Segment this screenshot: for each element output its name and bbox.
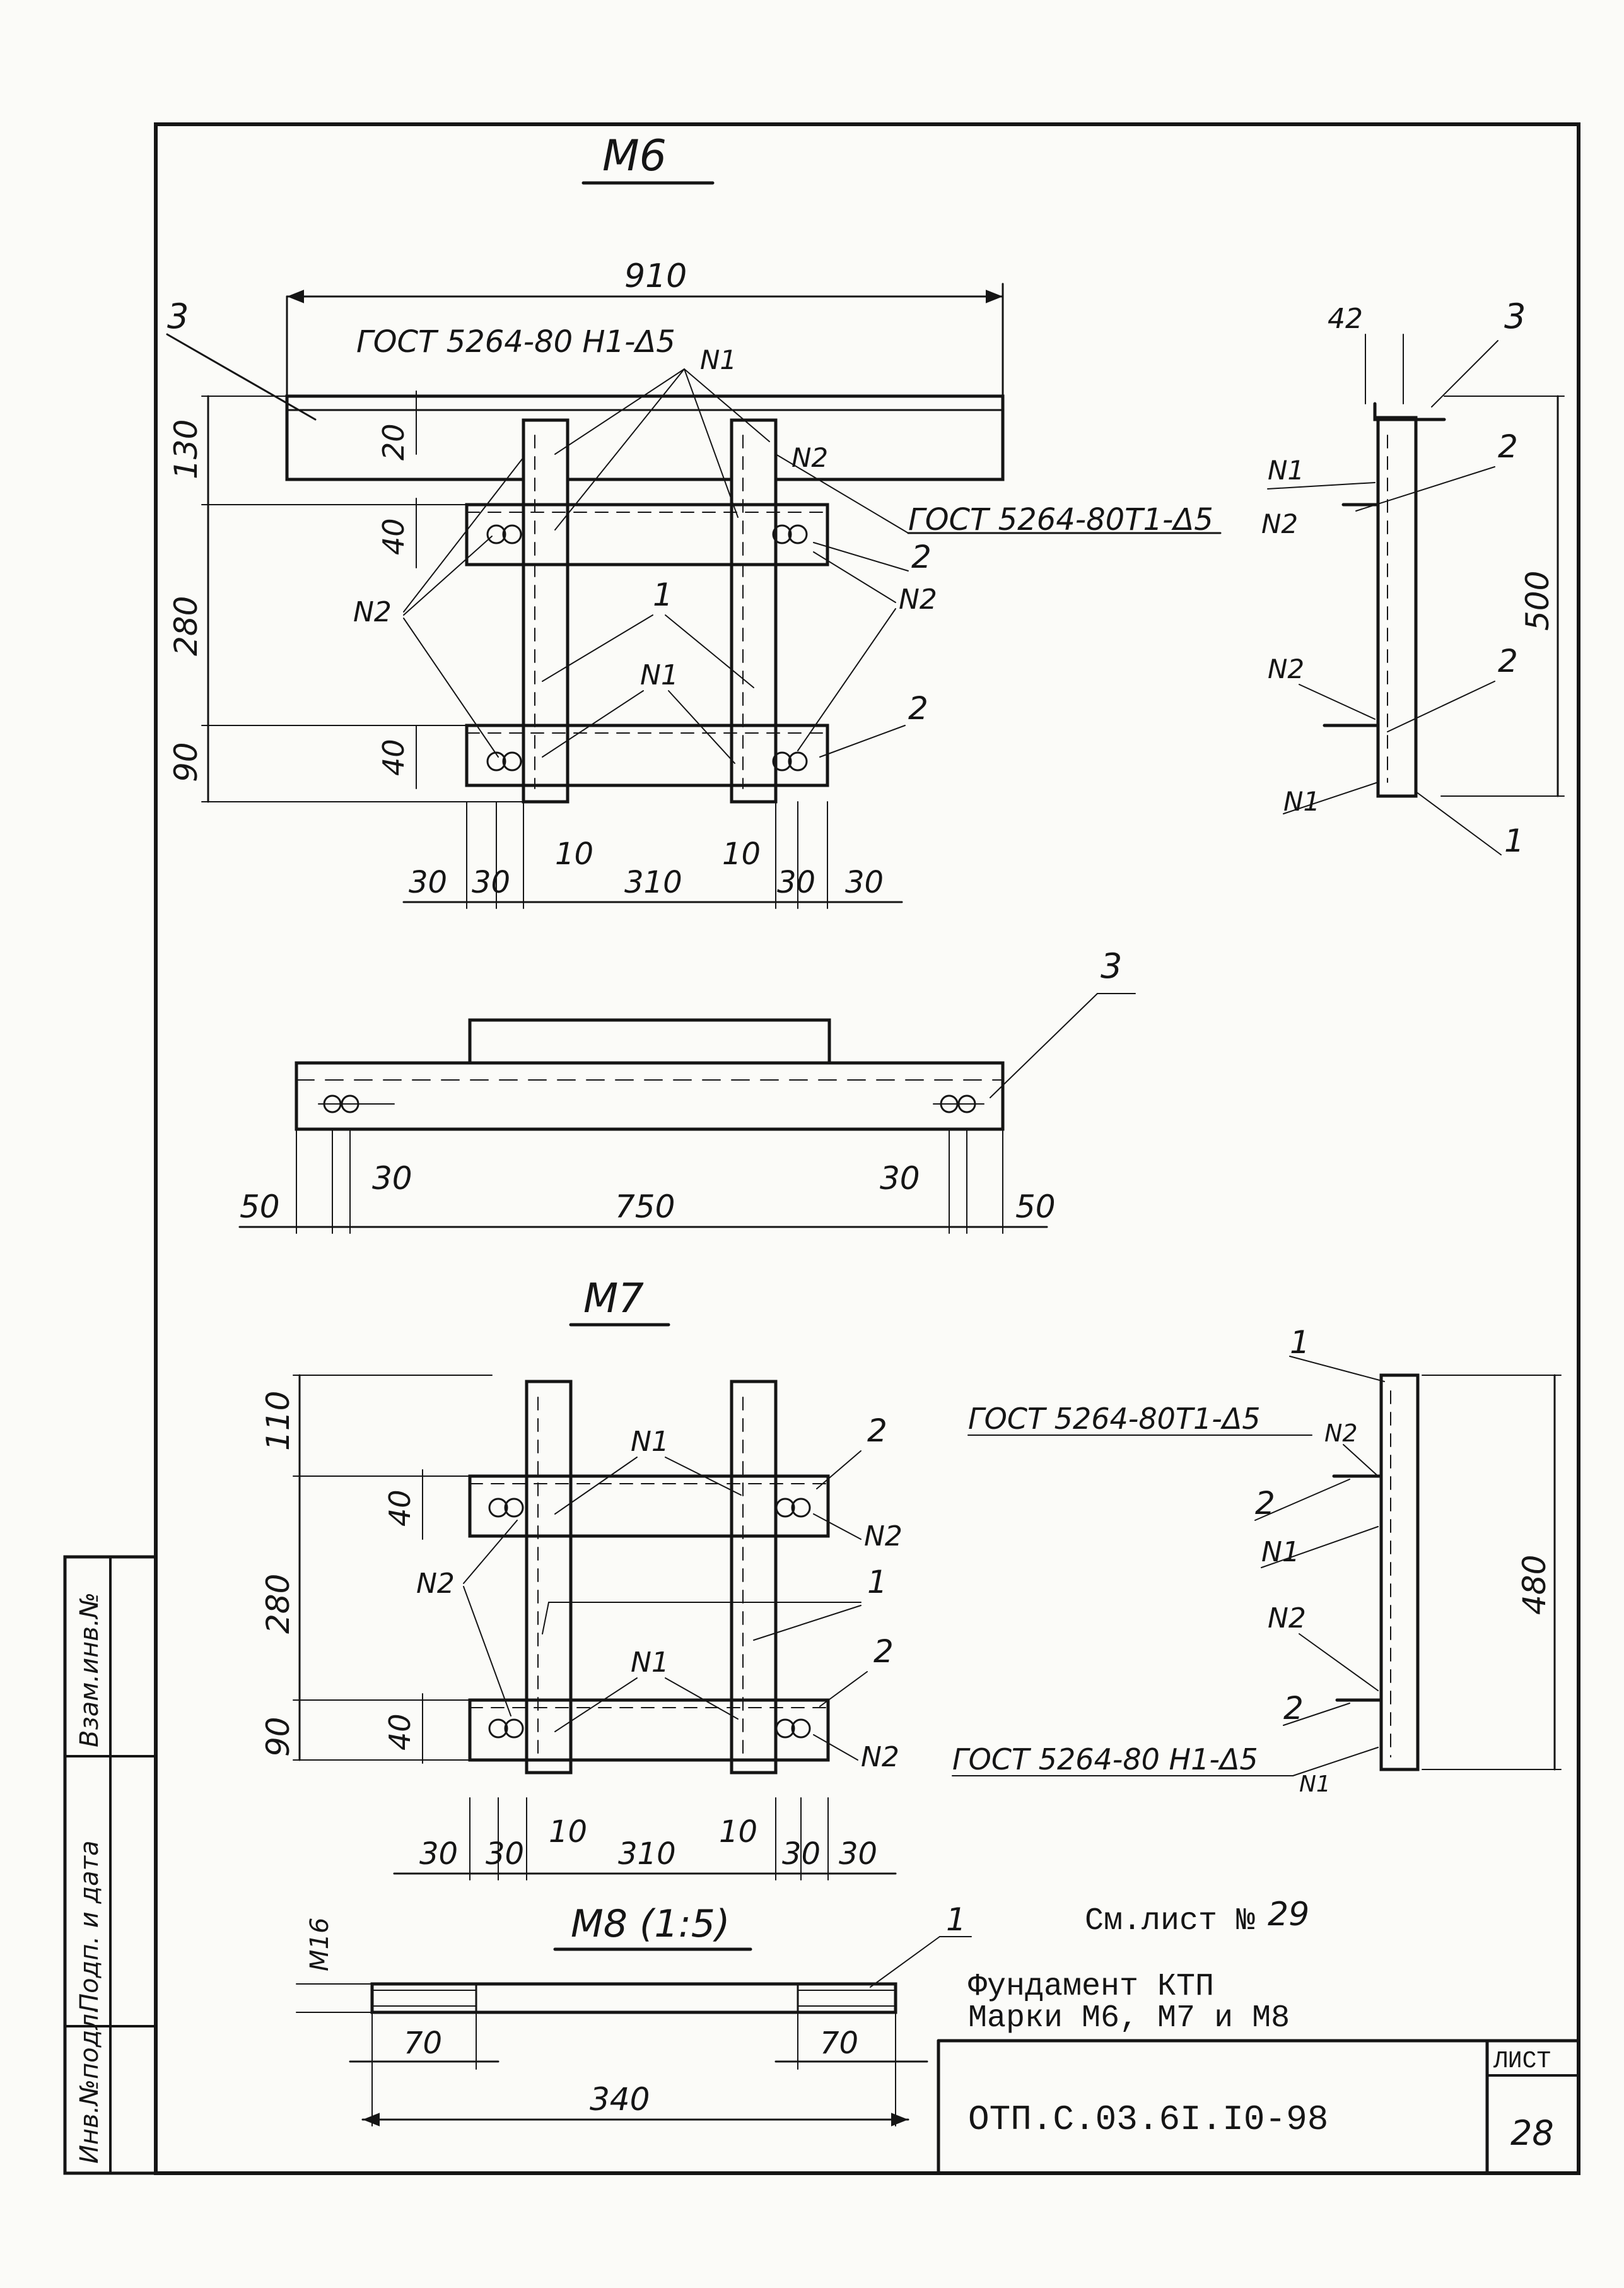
callout-m6s-3: 3 [1504,296,1526,336]
dim-m6-b30b: 30 [472,865,510,900]
callout-m6-n2-top: N2 [792,442,828,473]
callout-m6s-n2a: N2 [1261,508,1298,539]
see-sheet-label: См.лист № [1085,1903,1255,1939]
title-block: ОТП.С.03.6I.I0-98 ЛИСТ 28 Фундамент КТП … [937,1896,1580,2175]
callout-m6-n1-mid: N1 [640,659,679,691]
callout-m7s-1: 1 [1290,1324,1310,1361]
callout-m7-n2a: N2 [864,1520,903,1552]
dim-m6-20: 20 [377,423,411,461]
dim-m7-40b: 40 [383,1713,417,1751]
dim-m7-b30a: 30 [419,1836,458,1872]
stamp-vzam: Взам.инв.№ [75,1592,104,1747]
callout-m6-n1-top: N1 [700,344,737,375]
callout-m6s-2b: 2 [1498,643,1518,679]
m6-side-view: 500 42 3 N1 N2 2 N2 2 N1 1 [1261,296,1565,859]
title-block-sheet-label: ЛИСТ [1493,2048,1551,2075]
callout-m7s-2b: 2 [1283,1690,1304,1727]
dim-m6-b310: 310 [624,865,682,900]
dim-m6a-30b: 30 [880,1160,920,1197]
dim-m6-90: 90 [168,742,204,782]
sheet-frame [154,122,1580,2175]
see-sheet-number: 29 [1268,1896,1309,1933]
dim-m6-500: 500 [1519,571,1556,631]
callout-m8-1: 1 [946,1901,966,1938]
callout-m6s-n1a: N1 [1268,455,1304,486]
dim-m6a-30a: 30 [372,1160,412,1197]
m6-gost-h1: ГОСТ 5264-80 Н1-Δ5 [356,324,675,360]
callout-m7-1: 1 [867,1564,887,1600]
dim-m7-b310: 310 [618,1836,676,1872]
dim-m7-b30b: 30 [486,1836,524,1872]
dim-m8-340: 340 [590,2081,650,2118]
callout-m6s-n2b: N2 [1268,654,1304,684]
callout-m7-n1b: N1 [631,1646,669,1679]
dim-m7-b10b: 10 [719,1814,757,1850]
title-block-sheet-number: 28 [1510,2113,1554,2153]
stamp-inv-podl: Инв.№подл. [75,2005,104,2164]
side-margin-stamp: Инв.№подл. Подп. и дата Взам.инв.№ [63,1555,158,2175]
dim-m7-90: 90 [260,1716,296,1757]
callout-m7-n1a: N1 [631,1426,669,1458]
callout-m6-2b: 2 [908,690,928,727]
m7-gost-t1: ГОСТ 5264-80Т1-Δ5 [968,1402,1261,1436]
callout-m7-n2b: N2 [861,1741,899,1773]
dim-m7-b30d: 30 [839,1836,877,1872]
dim-m7-280: 280 [260,1574,296,1634]
callout-m7-2a: 2 [867,1412,887,1449]
m7-gost-h1: ГОСТ 5264-80 Н1-Δ5 [952,1742,1258,1776]
dim-m8-70b: 70 [820,2026,858,2061]
callout-m7-n2l: N2 [416,1568,455,1600]
m6-top-view: М6 910 130 280 90 20 [166,131,1222,909]
callout-m7s-n2b: N2 [1268,1602,1306,1634]
dim-m7-b30c: 30 [782,1836,821,1872]
callout-m6-n2-left: N2 [353,596,392,628]
dim-m6-40b: 40 [377,739,411,776]
callout-m6s-2a: 2 [1498,428,1518,465]
m7-side-view: 480 1 ГОСТ 5264-80Т1-Δ5 N2 2 N1 N2 2 ГОС… [952,1324,1562,1797]
stamp-podp-data: Подп. и дата [75,1841,104,2012]
dim-m7-b10a: 10 [549,1814,587,1850]
m7-top-view: М7 110 280 90 40 40 30 30 10 [260,1276,903,1880]
dim-m6a-750: 750 [615,1188,675,1225]
dim-m6a-50b: 50 [1015,1188,1056,1225]
callout-m7s-n1a: N1 [1261,1536,1300,1568]
callout-m7-2b: 2 [873,1633,894,1670]
dim-m6-b30c: 30 [777,865,815,900]
callout-m6-n2-right: N2 [899,584,937,616]
m7-title: М7 [583,1276,644,1322]
dim-m6-b10a: 10 [555,836,593,872]
dim-m6-130: 130 [168,419,204,479]
callout-m6s-1: 1 [1504,823,1524,859]
callout-m6-1: 1 [653,577,673,613]
callout-m7s-n1b: N1 [1299,1771,1331,1797]
m6-title: М6 [602,131,667,181]
callout-m6a-3: 3 [1101,946,1122,986]
dim-m6-b10b: 10 [722,836,761,872]
dim-m6-280: 280 [168,596,204,656]
m8-title: М8 (1:5) [571,1902,730,1946]
dim-m7-40a: 40 [383,1489,417,1527]
m6-angle-view: 3 50 30 750 30 50 [238,946,1136,1234]
title-line-1: Фундамент КТП [968,1969,1214,2005]
m8-view: М8 (1:5) М16 1 70 70 340 [296,1901,972,2127]
title-block-code: ОТП.С.03.6I.I0-98 [968,2099,1328,2140]
dim-m6-42: 42 [1328,303,1363,335]
dim-m8-70a: 70 [404,2026,442,2061]
dim-m6-b30d: 30 [845,865,884,900]
m6-gost-t1: ГОСТ 5264-80Т1-Δ5 [908,502,1213,537]
callout-m7s-n2a: N2 [1324,1419,1358,1447]
m8-thread: М16 [305,1918,334,1971]
dim-m6-40a: 40 [377,518,411,555]
callout-m6-2a: 2 [911,539,932,575]
callout-m6-3: 3 [167,296,189,336]
title-line-2: Марки М6, М7 и М8 [968,2000,1290,2036]
dim-m6a-50a: 50 [240,1188,280,1225]
dim-m6-b30a: 30 [409,865,447,900]
dim-m7-110: 110 [260,1391,296,1451]
dim-m7-480: 480 [1516,1555,1553,1615]
dim-m6-910: 910 [624,257,687,295]
